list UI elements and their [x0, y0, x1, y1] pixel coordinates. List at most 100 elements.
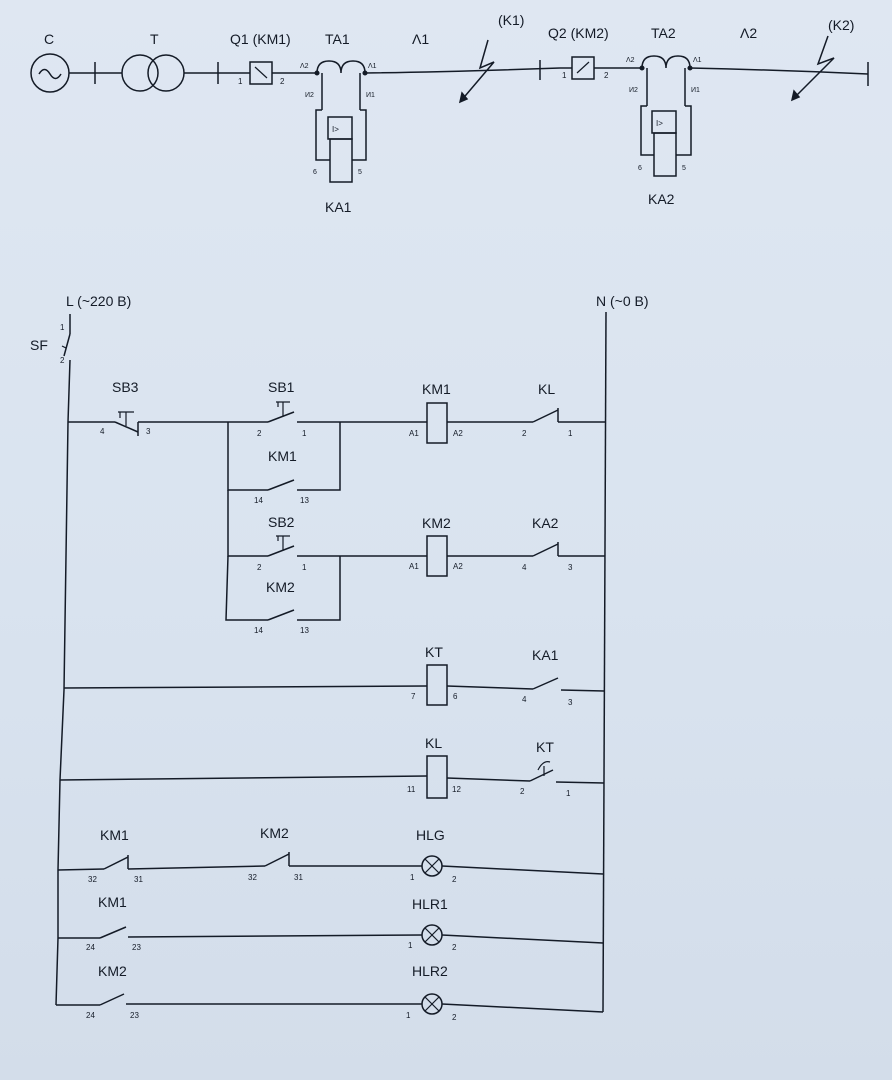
- ka1-contact-label: KA1: [532, 647, 559, 663]
- pin-label: 24: [86, 1011, 95, 1020]
- pin-label: 1: [302, 563, 307, 572]
- kt-coil-label: KT: [425, 644, 443, 660]
- breaker-q2-label: Q2 (KM2): [548, 25, 609, 41]
- transformer-label: T: [150, 31, 159, 47]
- km1-coil: [426, 402, 448, 444]
- km1-nc-contact: [103, 856, 129, 870]
- line-1-label: Λ1: [412, 31, 429, 47]
- sb3-contact: [114, 421, 139, 433]
- relay-symbol-label: I>: [656, 119, 663, 128]
- kt-contact: [529, 769, 554, 782]
- pin-label: 4: [100, 427, 105, 436]
- fault-k1-arrow: [459, 39, 495, 103]
- km2-nc-label: KM2: [260, 825, 289, 841]
- km2-hold-contact: [267, 609, 295, 621]
- pin-label: 1: [60, 323, 65, 332]
- sb2-label: SB2: [268, 514, 295, 530]
- pin-label: A2: [453, 562, 463, 571]
- fault-k2-arrow: [791, 35, 835, 101]
- pin-label: Λ2: [626, 57, 635, 64]
- relay-symbol-label: I>: [332, 125, 339, 134]
- pin-label: 1: [566, 789, 571, 798]
- km1-coil-label: KM1: [422, 381, 451, 397]
- pin-label: 14: [254, 496, 263, 505]
- control-circuit: L (~220 В) N (~0 В) SF 1 2 SB3 4 3 SB1 2…: [30, 293, 649, 1022]
- pin-label: 2: [257, 563, 262, 572]
- pin-label: 1: [410, 873, 415, 882]
- generator-label: C: [44, 31, 54, 47]
- pin-label: 31: [294, 873, 303, 882]
- ka2-contact: [532, 543, 559, 557]
- pin-label: 2: [452, 1013, 457, 1022]
- ct-ta2-label: TA2: [651, 25, 676, 41]
- pin-label: Λ1: [693, 57, 702, 64]
- sb3-label: SB3: [112, 379, 139, 395]
- pin-label: 7: [411, 692, 416, 701]
- pin-label: 32: [248, 873, 257, 882]
- pin-label: И2: [629, 87, 638, 94]
- hlg-label: HLG: [416, 827, 445, 843]
- fault-k2-label: (K2): [828, 17, 854, 33]
- km2-nc-contact: [264, 853, 290, 867]
- pin-label: 23: [130, 1011, 139, 1020]
- ct-ta1-label: TA1: [325, 31, 350, 47]
- pin-label: 31: [134, 875, 143, 884]
- pin-label: 4: [522, 563, 527, 572]
- pin-label: 13: [300, 496, 309, 505]
- pin-label: 5: [358, 169, 362, 176]
- pin-label: 1: [238, 77, 243, 86]
- sf-label: SF: [30, 337, 48, 353]
- relay-ka1-coil: [329, 138, 353, 183]
- pin-label: 6: [638, 165, 642, 172]
- pin-label: 2: [520, 787, 525, 796]
- pin-label: 1: [406, 1011, 411, 1020]
- sb1-label: SB1: [268, 379, 295, 395]
- pin-label: 2: [60, 356, 65, 365]
- sb2-contact: [267, 545, 295, 557]
- km1-no-contact: [99, 926, 127, 939]
- pin-label: 2: [604, 71, 609, 80]
- relay-ka1-label: KA1: [325, 199, 352, 215]
- km2-hold-label: KM2: [266, 579, 295, 595]
- pin-label: 2: [452, 875, 457, 884]
- pin-label: 4: [522, 695, 527, 704]
- pin-label: 5: [682, 165, 686, 172]
- kl-coil: [426, 755, 448, 799]
- pin-label: 1: [568, 429, 573, 438]
- pin-label: 1: [408, 941, 413, 950]
- sine-icon: [38, 68, 62, 80]
- relay-ka2-coil: [653, 132, 677, 177]
- pin-label: 23: [132, 943, 141, 952]
- neutral-label: N (~0 В): [596, 293, 649, 309]
- pin-label: 13: [300, 626, 309, 635]
- line-1: [364, 67, 561, 74]
- km2-no-contact: [99, 993, 125, 1006]
- pin-label: A1: [409, 429, 419, 438]
- km2-coil: [426, 535, 448, 577]
- phase-label: L (~220 В): [66, 293, 131, 309]
- pin-label: 24: [86, 943, 95, 952]
- transformer-winding-1: [121, 54, 159, 92]
- pushbutton-icon: [276, 401, 290, 416]
- pin-label: Λ2: [300, 63, 309, 70]
- pushbutton-icon: [276, 535, 290, 550]
- sb1-contact: [267, 411, 295, 423]
- hlr1-label: HLR1: [412, 896, 448, 912]
- km1-hold-contact: [267, 479, 295, 491]
- pin-label: 1: [302, 429, 307, 438]
- pin-label: 14: [254, 626, 263, 635]
- ka1-contact: [532, 677, 559, 690]
- pin-label: И1: [691, 87, 700, 94]
- kt-coil: [426, 664, 448, 706]
- pin-label: 2: [522, 429, 527, 438]
- pin-label: 6: [453, 692, 458, 701]
- pin-label: 11: [407, 785, 416, 794]
- km2-coil-label: KM2: [422, 515, 451, 531]
- pin-label: A1: [409, 562, 419, 571]
- pin-label: И1: [366, 92, 375, 99]
- pushbutton-icon: [118, 411, 134, 426]
- kl-contact-label: KL: [538, 381, 555, 397]
- kt-contact-label: KT: [536, 739, 554, 755]
